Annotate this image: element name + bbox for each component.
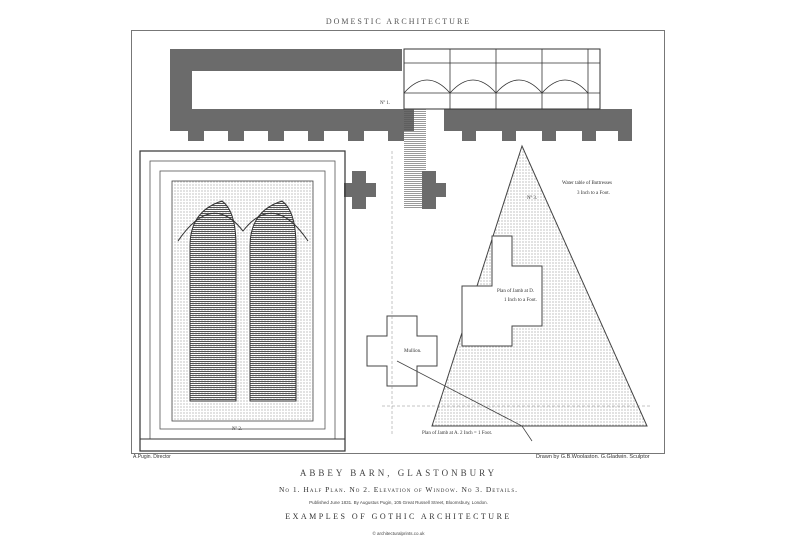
series-header: DOMESTIC ARCHITECTURE (325, 17, 472, 26)
publisher-line: Published June 1831. By Augustus Pugin, … (309, 500, 488, 505)
gable-details (366, 144, 652, 442)
label-no2: Nº 2. (232, 427, 243, 432)
label-jamb-plan: Plan of Jamb at D. (497, 289, 535, 294)
credit-director: A.Pugin. Director (133, 454, 171, 460)
label-water-table: Water table of Buttresses (562, 181, 612, 186)
architectural-drawing (139, 48, 652, 452)
label-mullion: Mullion. (404, 349, 422, 354)
label-jamb-scale: 1 Inch to a Foot. (504, 298, 537, 303)
drawing-frame: Nº 1. Nº 2. Nº 3. Water table of Buttres… (131, 30, 665, 454)
plate-title: ABBEY BARN, GLASTONBURY (299, 468, 498, 478)
half-plan (170, 48, 632, 209)
window-elevation (139, 150, 346, 452)
label-jamb-plan-a: Plan of Jamb at A. 2 Inch = 1 Foot. (422, 431, 493, 436)
book-title: EXAMPLES OF GOTHIC ARCHITECTURE (285, 512, 512, 521)
plate-subtitle: No 1. Half Plan. No 2. Elevation of Wind… (279, 485, 518, 494)
label-water-table-scale: 3 Inch to a Foot. (577, 191, 610, 196)
label-no1: Nº 1. (380, 101, 391, 106)
label-no3: Nº 3. (527, 196, 538, 201)
website-credit: © architecturalprints.co.uk (372, 531, 425, 536)
credit-engravers: Drawn by G.B.Woolaston. G.Gladwin. Sculp… (536, 454, 650, 460)
